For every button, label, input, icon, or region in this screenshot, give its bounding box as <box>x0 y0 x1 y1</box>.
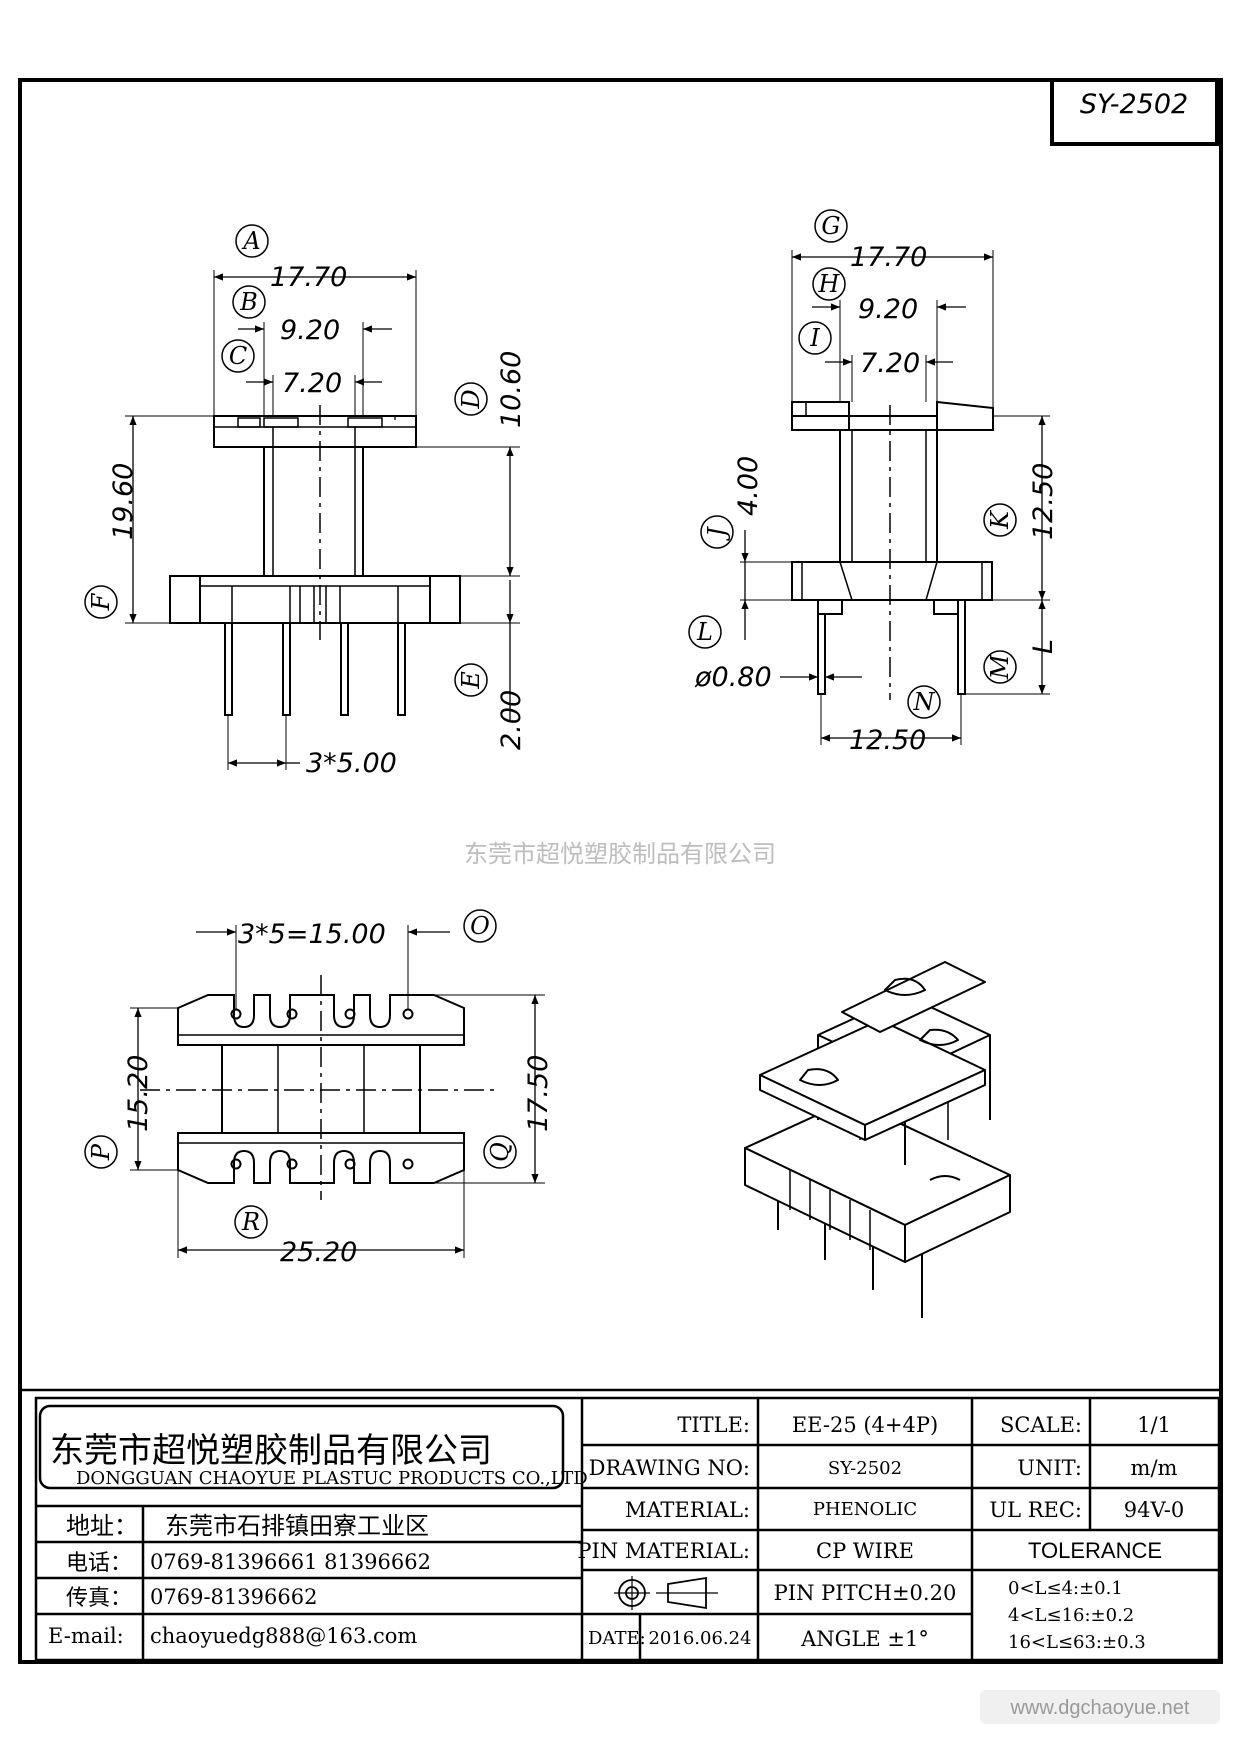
dim-f: 19.60 <box>108 463 139 540</box>
material-label: MATERIAL: <box>625 1498 750 1522</box>
dim-m: L <box>1028 639 1059 654</box>
pin-material-label: PIN MATERIAL: <box>577 1539 750 1563</box>
front-view <box>125 270 520 770</box>
pin-pitch: PIN PITCH±0.20 <box>774 1581 957 1605</box>
label-g: G <box>821 212 840 240</box>
label-n: N <box>913 688 936 716</box>
title-block <box>20 1388 1221 1662</box>
date: 2016.06.24 <box>648 1628 751 1649</box>
front-dim-text: 17.70 9.20 7.20 19.60 10.60 2.00 3*5.00 <box>108 262 527 779</box>
title-value: EE-25 (4+4P) <box>792 1413 938 1437</box>
isometric-view <box>744 961 1011 1318</box>
bottom-view <box>130 925 545 1258</box>
tolerance-1: 0<L≤4:±0.1 <box>1008 1578 1123 1599</box>
unit: m/m <box>1131 1456 1178 1480</box>
title-label: TITLE: <box>677 1413 750 1437</box>
dim-i: 7.20 <box>860 348 920 379</box>
drawing-code: SY-2502 <box>1080 89 1188 120</box>
label-o: O <box>470 912 490 940</box>
dim-b: 9.20 <box>280 315 340 346</box>
dim-p: 15.20 <box>123 1055 154 1132</box>
front-labels <box>84 224 488 697</box>
bottom-dim-text: 3*5=15.00 15.20 17.50 25.20 <box>123 919 554 1268</box>
dim-o: 3*5=15.00 <box>238 919 386 950</box>
label-l: L <box>696 618 713 646</box>
side-dim-text: 17.70 9.20 7.20 4.00 12.50 L ø0.80 12.50 <box>694 242 1059 756</box>
label-k: K <box>986 509 1014 530</box>
dim-l: ø0.80 <box>694 662 772 693</box>
label-j: J <box>703 526 731 542</box>
title-block-text: 东莞市超悦塑胶制品有限公司 DONGGUAN CHAOYUE PLASTUC P… <box>48 1413 1184 1653</box>
angle: ANGLE ±1° <box>800 1627 929 1651</box>
dim-a: 17.70 <box>270 262 347 293</box>
scale-label: SCALE: <box>1000 1413 1082 1437</box>
label-i: I <box>809 324 820 352</box>
tolerance-3: 16<L≤63:±0.3 <box>1008 1632 1146 1653</box>
label-c: C <box>229 342 247 370</box>
label-p: P <box>87 1143 115 1161</box>
dim-c: 7.20 <box>282 368 342 399</box>
label-r: R <box>241 1208 260 1236</box>
label-q: Q <box>486 1142 514 1162</box>
tolerance-2: 4<L≤16:±0.2 <box>1008 1605 1134 1626</box>
pin-material: CP WIRE <box>816 1539 914 1563</box>
scale: 1/1 <box>1137 1413 1171 1437</box>
material: PHENOLIC <box>813 1499 917 1520</box>
ul-rec: 94V-0 <box>1124 1498 1184 1522</box>
bottom-dimensions <box>134 928 539 1254</box>
phone: 0769-81396661 81396662 <box>150 1550 431 1574</box>
label-b: B <box>239 288 258 316</box>
tolerance-label: TOLERANCE <box>1028 1538 1162 1563</box>
ul-label: UL REC: <box>989 1498 1082 1522</box>
dim-q: 17.50 <box>523 1055 554 1132</box>
unit-label: UNIT: <box>1017 1456 1082 1480</box>
bottom-labels <box>84 909 517 1239</box>
dim-r: 25.20 <box>280 1237 357 1268</box>
side-view <box>740 250 1050 745</box>
side-labels <box>688 209 1017 719</box>
dim-g: 17.70 <box>850 242 927 273</box>
front-dimensions <box>129 273 514 767</box>
date-label: DATE: <box>588 1628 646 1649</box>
email: chaoyuedg888@163.com <box>150 1624 417 1648</box>
label-m: M <box>986 653 1014 680</box>
label-d: D <box>457 389 485 409</box>
dim-j: 4.00 <box>733 456 764 516</box>
email-label: E-mail: <box>48 1624 124 1648</box>
address: 东莞市石排镇田寮工业区 <box>165 1512 429 1540</box>
dim-h: 9.20 <box>858 294 918 325</box>
label-f: F <box>87 592 115 611</box>
dim-k: 12.50 <box>1028 463 1059 540</box>
fax: 0769-81396662 <box>150 1585 317 1609</box>
address-label: 地址： <box>66 1512 138 1540</box>
sheet-border <box>18 78 1223 1664</box>
watermark: 东莞市超悦塑胶制品有限公司 <box>464 840 776 868</box>
footer-url: www.dgchaoyue.net <box>1009 1697 1189 1719</box>
dim-n: 12.50 <box>849 725 926 756</box>
side-dimensions <box>741 253 1046 742</box>
phone-label: 电话： <box>66 1551 132 1576</box>
company-name-cn: 东莞市超悦塑胶制品有限公司 <box>50 1431 492 1471</box>
label-a: A <box>241 227 260 255</box>
footer-url-badge: www.dgchaoyue.net <box>980 1690 1220 1724</box>
drawing-no-label: DRAWING NO: <box>589 1456 750 1480</box>
dim-pitch: 3*5.00 <box>306 748 397 779</box>
label-e: E <box>457 671 485 690</box>
code-box: SY-2502 <box>1050 78 1219 146</box>
fax-label: 传真： <box>66 1586 132 1611</box>
drawing-no: SY-2502 <box>828 1458 902 1479</box>
dim-d: 10.60 <box>496 351 527 428</box>
dim-e: 2.00 <box>496 690 527 750</box>
label-h: H <box>818 270 841 298</box>
company-name-en: DONGGUAN CHAOYUE PLASTUC PRODUCTS CO.,LT… <box>76 1468 588 1489</box>
